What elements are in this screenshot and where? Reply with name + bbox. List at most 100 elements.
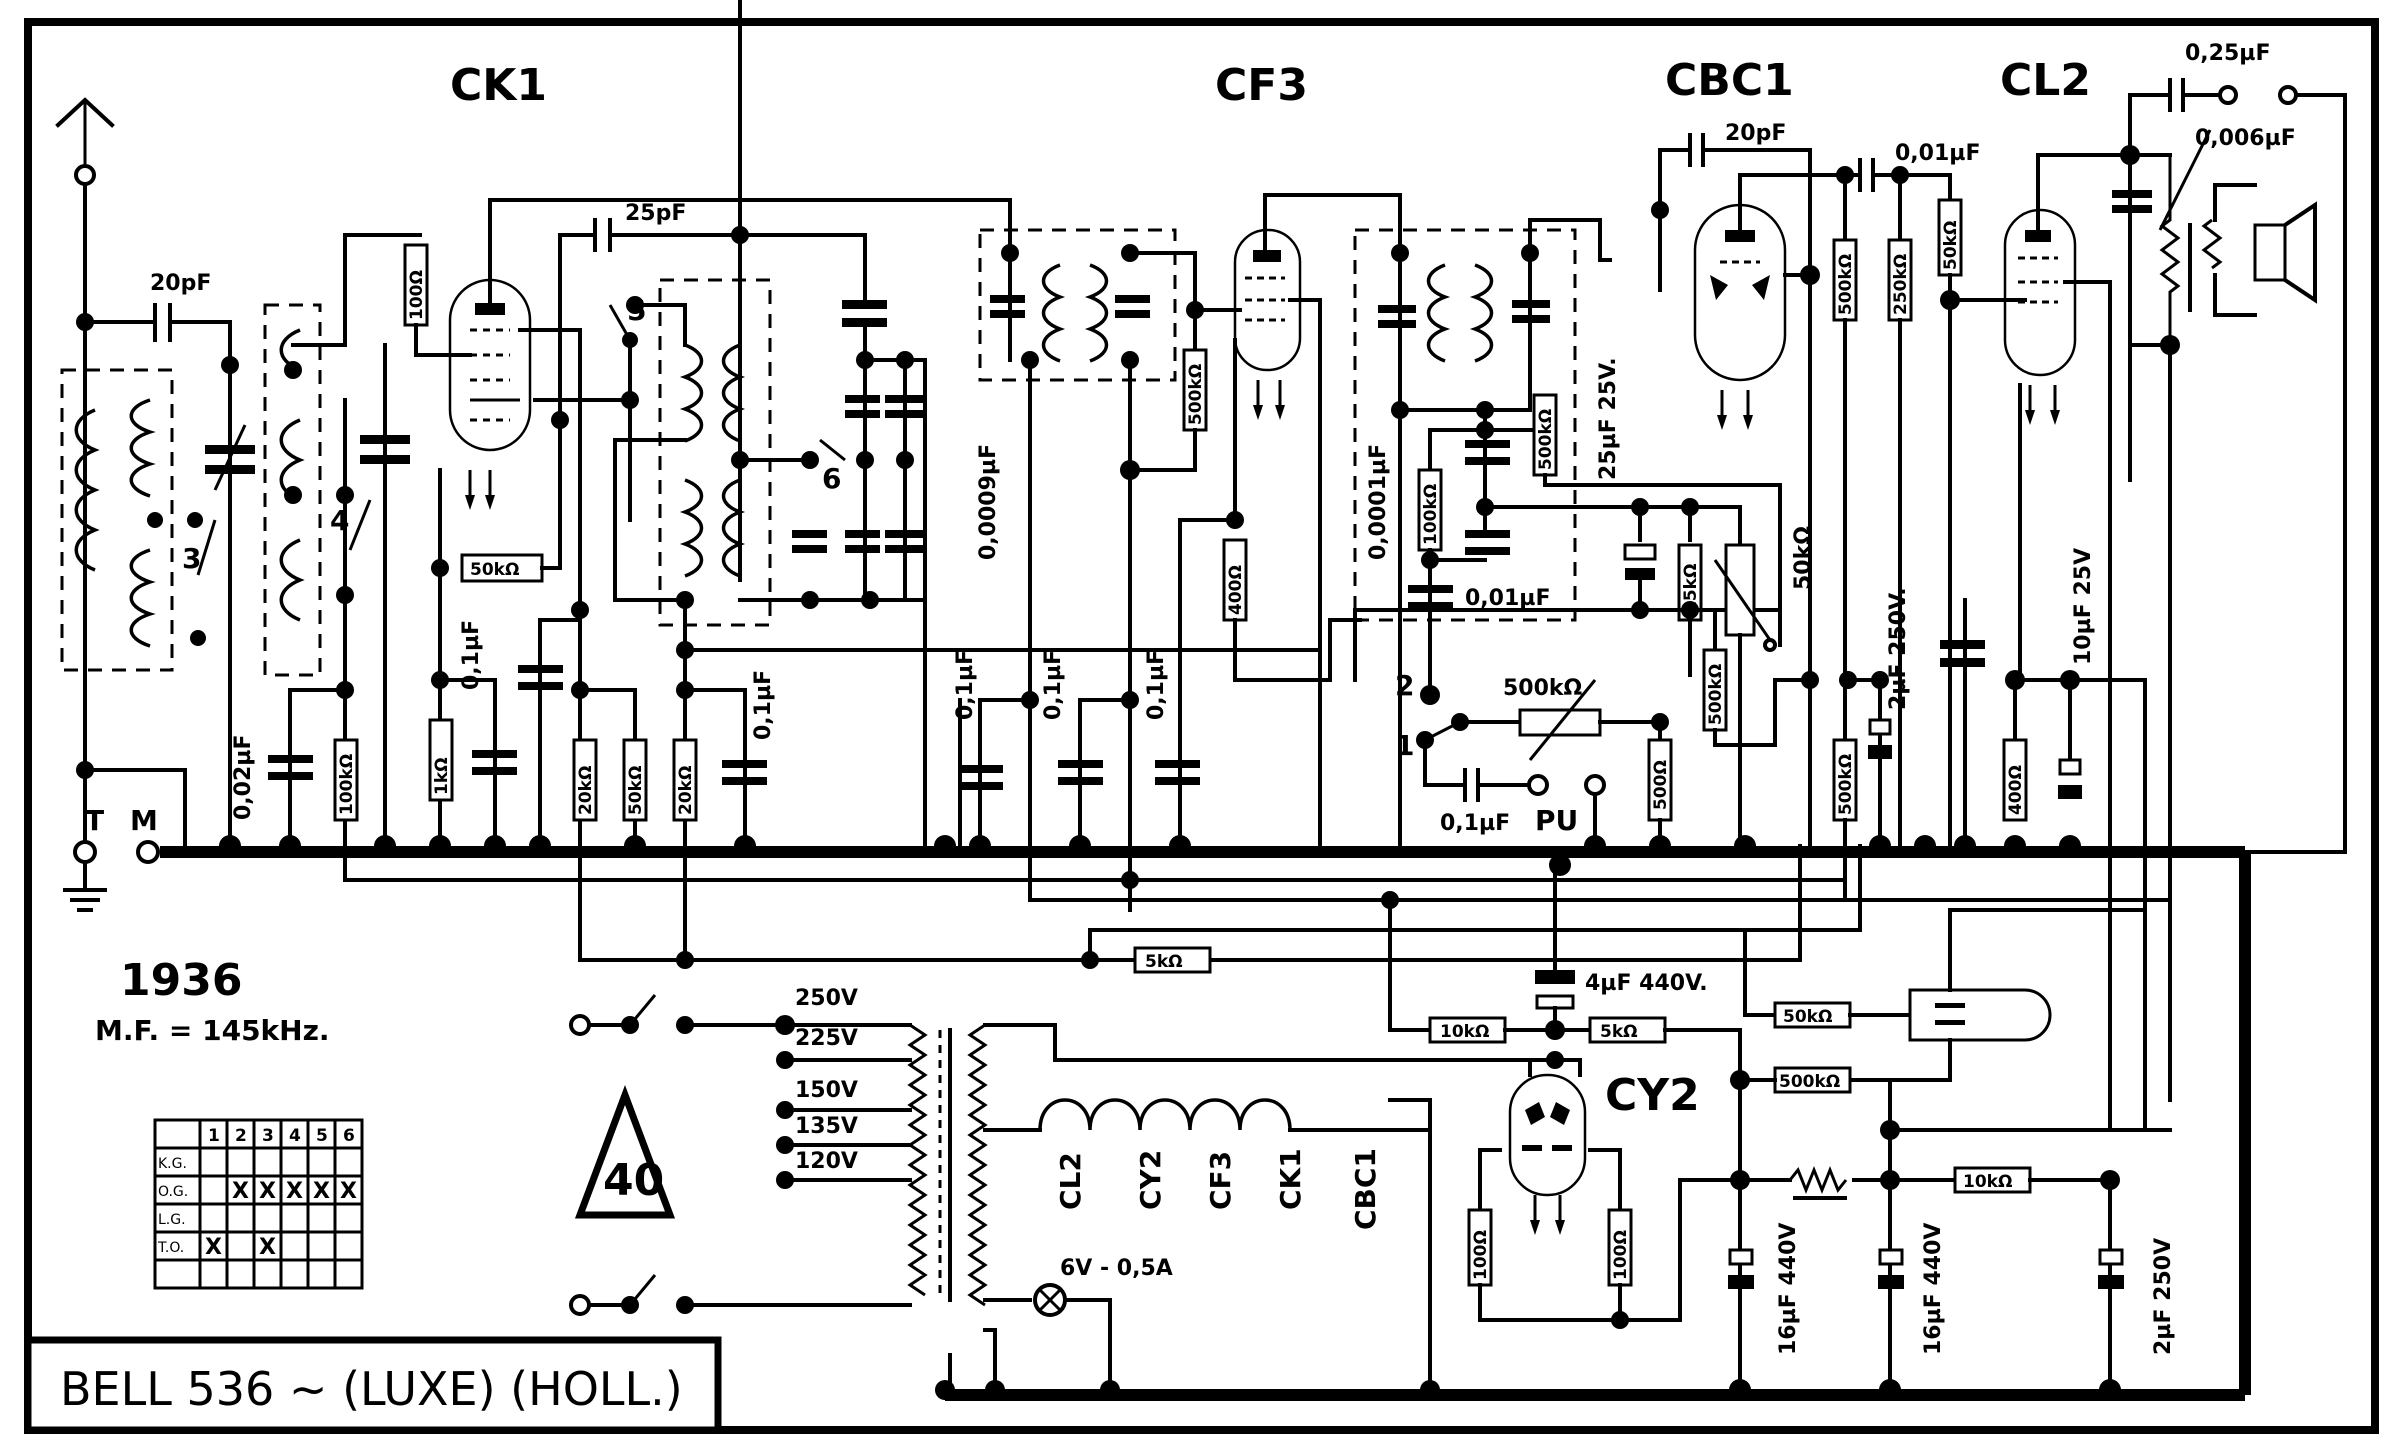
tuning-indicator [1908,988,2052,1042]
label-r-400-cl2: 400Ω [2006,765,2026,815]
switch-pos-2: 2 [1395,669,1414,702]
pickup-radio-switch[interactable] [1424,720,1461,742]
label-r-500k-cf3: 500kΩ [1186,364,1206,425]
label-c-cbc1-2uf: 2µF 250V. [1886,587,1911,710]
antenna-coil-shield [60,368,174,672]
outer-frame [24,18,2379,1434]
label-r-5k-a: 5kΩ [1145,952,1183,972]
voltage-taps[interactable] [776,1051,912,1189]
filter-choke [1788,1165,1848,1195]
table-row-label: T.O. [157,1240,184,1256]
rf-coil-shield [263,303,322,677]
switch-pos-5: 5 [627,294,646,327]
table-col-header: 6 [343,1126,355,1146]
table-cell-mark: X [340,1179,357,1204]
label-c-pad-00009uf: 0,0009µF [976,444,1001,560]
label-c-det-20pf: 20pF [1725,121,1786,146]
tap-label-225v: 225V [795,1026,858,1051]
antenna-coil [74,398,156,648]
label-r-1k: 1kΩ [432,757,452,795]
label-c-tone-0006uf: 0,006µF [2195,126,2296,151]
heater-label-cl2: CL2 [1054,1152,1087,1210]
output-transformer-primary [2159,155,2181,382]
transformer-primary [907,1023,928,1297]
osc-coil-shield [658,278,772,627]
tube-ck1 [448,278,532,510]
label-c-ck1-01uf: 0,1µF [459,620,484,690]
terminal-t-label: T [85,804,104,837]
tuning-capacitor-1 [205,424,255,491]
table-cell-mark: X [313,1179,330,1204]
transformer-secondary [967,1023,988,1307]
label-r-100: 100Ω [407,270,427,320]
osc-coil-primary [679,343,704,578]
label-c-filter-16uf-a: 16µF 440V [1776,1223,1801,1355]
label-r-400-cf3: 400Ω [1226,565,1246,615]
label-r-500-cbc1: 500Ω [1651,760,1671,810]
terminal-m[interactable] [136,840,160,864]
label-c-ant-20pf: 20pF [150,271,211,296]
pickup-label: PU [1535,804,1578,837]
table-col-header: 1 [208,1126,220,1146]
output-transformer-secondary [2201,218,2223,270]
tap-label-250v: 250V [795,986,858,1011]
table-cell-mark: X [259,1235,276,1260]
label-c-filter-4uf: 4µF 440V. [1585,971,1708,996]
tube-label-cl2: CL2 [2000,55,2091,106]
tube-label-ck1: CK1 [450,60,547,111]
if1-coil-secondary [1084,263,1109,363]
tube-cy2 [1508,1073,1587,1235]
label-r-50k-vol: 50kΩ [1791,526,1816,590]
label-r-10k-a: 10kΩ [1440,1022,1489,1042]
table-row-label: L.G. [158,1212,186,1228]
label-r-500k-grid: 500kΩ [1503,676,1583,701]
table-cell-mark: X [286,1179,303,1204]
terminal-t[interactable] [73,840,97,864]
tube-label-cbc1: CBC1 [1665,55,1794,106]
if2-coil-secondary [1469,263,1494,363]
label-r-500k-vol: 500kΩ [1706,664,1726,725]
heater-label-cf3: CF3 [1204,1151,1237,1210]
heater-label-ck1: CK1 [1274,1148,1307,1210]
label-r-10k-b: 10kΩ [1963,1172,2012,1192]
label-r-100-cy2a: 100Ω [1471,1230,1491,1280]
ext-speaker-terminal-2[interactable] [2278,85,2298,105]
title-box [24,1336,722,1434]
label-c-filter-2uf: 2µF 250V [2151,1238,2176,1355]
label-c-cf3c-01uf: 0,1µF [1144,650,1169,720]
label-c-cbc1-25uf: 25µF 25V. [1596,357,1621,480]
pickup-terminal-2[interactable] [1584,774,1606,796]
label-r-100k-ant: 100kΩ [337,754,357,815]
pilot-lamp-label: 6V - 0,5A [1060,1256,1173,1281]
table-row-label: K.G. [158,1156,187,1172]
tube-label-cf3: CF3 [1215,60,1308,111]
pickup-terminal-1[interactable] [1527,774,1549,796]
label-c-pu-01uf: 0,1µF [1440,811,1510,836]
tap-label-120v: 120V [795,1149,858,1174]
mains-rating-badge: 40 [574,1085,676,1219]
table-col-header: 4 [289,1126,301,1146]
mains-switch-2[interactable] [569,1274,694,1316]
if-transformer-2-shield [1353,228,1577,622]
mains-switch-1[interactable] [569,994,694,1036]
table-col-header: 5 [316,1126,328,1146]
label-r-250k: 250kΩ [1891,254,1911,315]
ground-icon [63,860,107,912]
label-c-cf3a-01uf: 0,1µF [953,650,978,720]
tap-label-150v: 150V [795,1078,858,1103]
label-r-50k-cl2: 50kΩ [1941,221,1961,270]
label-r-20k-a: 20kΩ [576,766,596,815]
label-r-15k: 15kΩ [1681,564,1701,613]
label-c-osc-25pf: 25pF [625,201,686,226]
osc-coil-secondary [721,343,746,578]
label-r-50k-eye: 50kΩ [1783,1007,1832,1027]
label-r-500k-cbc1: 500kΩ [1836,254,1856,315]
heater-label-cbc1: CBC1 [1349,1148,1382,1230]
table-col-header: 2 [235,1126,247,1146]
label-r-100k-det: 100kΩ [1421,484,1441,545]
ext-speaker-terminal-1[interactable] [2218,85,2238,105]
if-transformer-1-shield [978,228,1177,382]
label-c-ant-002uf: 0,02µF [231,735,256,821]
heater-chain [1038,1098,1292,1131]
